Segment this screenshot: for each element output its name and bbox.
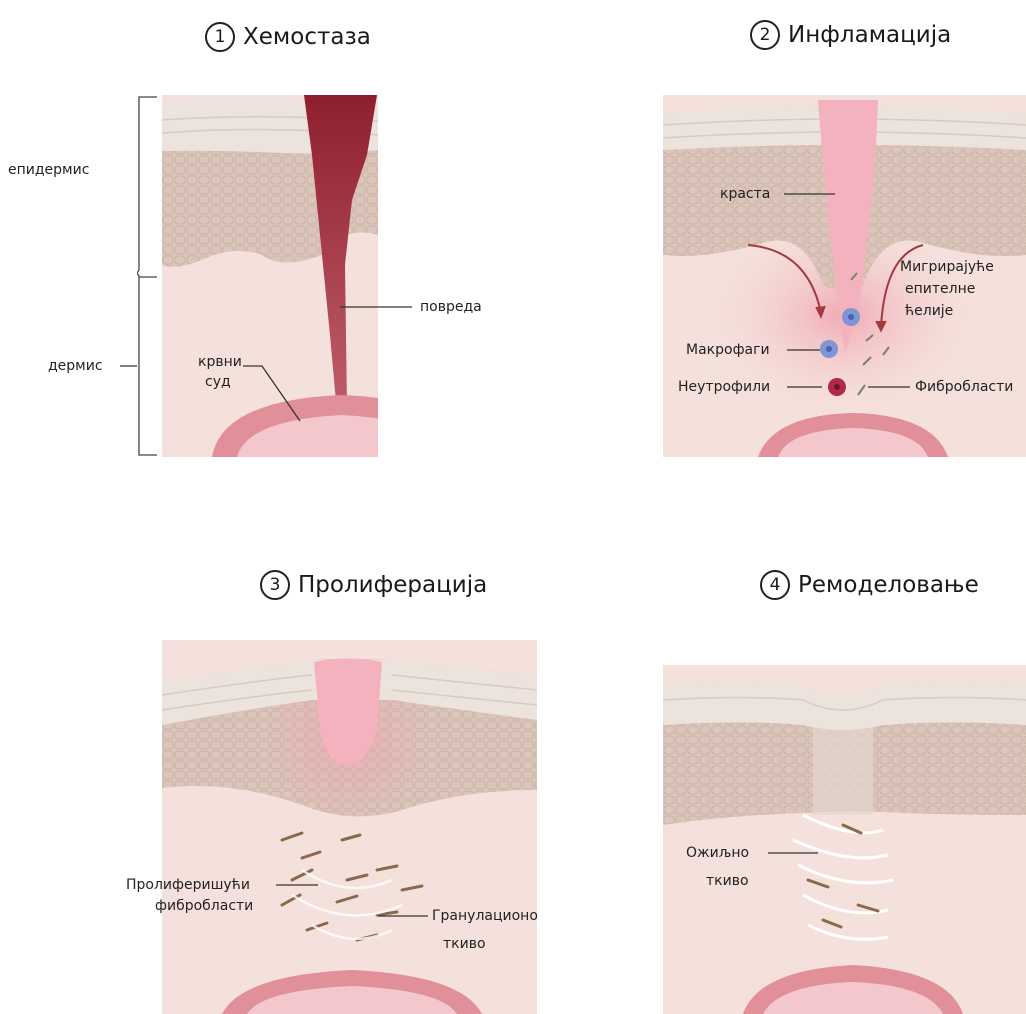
label-macrophages: Макрофаги	[686, 340, 770, 360]
title-hemostasis-text: Хемостаза	[243, 24, 371, 50]
title-proliferation-text: Пролиферација	[298, 572, 487, 598]
step-number-4: 4	[760, 570, 790, 600]
label-granulation-1: Гранулационо	[432, 906, 538, 926]
label-prolif-fibroblasts-1: Пролиферишући	[126, 875, 250, 895]
label-blood-vessel-2: суд	[205, 372, 231, 392]
label-prolif-fibroblasts-2: фибробласти	[155, 896, 253, 916]
step-number-1: 1	[205, 22, 235, 52]
label-neutrophils: Неутрофили	[678, 377, 770, 397]
title-proliferation: 3 Пролиферација	[260, 570, 487, 600]
panel-hemostasis-left	[137, 95, 162, 457]
panel-proliferation	[162, 640, 537, 1014]
label-fibroblasts: Фибробласти	[915, 377, 1013, 397]
label-epidermis: епидермис	[8, 160, 89, 180]
label-blood-vessel-1: крвни	[198, 352, 242, 372]
title-inflammation-text: Инфламација	[788, 22, 951, 48]
step-number-3: 3	[260, 570, 290, 600]
label-scab: краста	[720, 184, 770, 204]
step-number-2: 2	[750, 20, 780, 50]
label-injury: повреда	[420, 297, 482, 317]
panel-remodeling	[663, 665, 1026, 1014]
label-migrating-1: Мигрирајуће	[900, 257, 994, 277]
panel-hemostasis	[162, 95, 378, 457]
title-inflammation: 2 Инфламација	[750, 20, 951, 50]
label-granulation-2: ткиво	[443, 934, 486, 954]
title-hemostasis: 1 Хемостаза	[205, 22, 371, 52]
label-migrating-2: епителне	[905, 279, 975, 299]
title-remodeling-text: Ремоделовање	[798, 572, 979, 598]
label-scar-1: Ожиљно	[686, 843, 749, 863]
title-remodeling: 4 Ремоделовање	[760, 570, 979, 600]
label-scar-2: ткиво	[706, 871, 749, 891]
label-dermis: дермис	[48, 356, 103, 376]
label-migrating-3: ћелије	[905, 301, 953, 321]
